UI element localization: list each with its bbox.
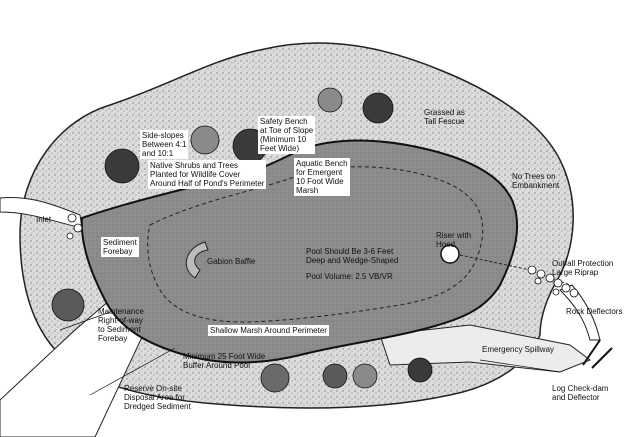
label-grassed: Grassed as Tall Fescue [424,108,465,126]
tree-icon [407,357,433,383]
leader-lines [59,311,561,396]
label-log-checkdam: Log Check-dam and Deflector [552,384,609,402]
label-pool-depth: Pool Should Be 3-6 Feet Deep and Wedge-S… [306,247,399,265]
label-aquatic-bench: Aquatic Bench for Emergent 10 Foot Wide … [294,158,350,196]
tree-icon [190,125,220,155]
label-shallow-marsh: Shallow Marsh Around Perimeter [208,325,329,336]
pond-water [80,139,519,364]
tree-icon [317,87,343,113]
label-emergency-spillway: Emergency Spillway [482,345,555,354]
label-reserve: Reserve On-site Disposal Area for Dredge… [124,384,191,411]
tree-icon [260,363,290,393]
tree-icon [322,363,348,389]
label-safety-bench: Safety Bench at Toe of Slope (Minimum 10… [258,116,316,154]
label-inlet: Inlet [36,215,52,224]
label-outfall: Outfall Protection Large Riprap [552,259,614,277]
riser-icon [440,244,460,264]
label-riser: Riser with Hood [436,231,472,249]
emergency-spillway-strip [379,324,592,373]
label-pool-volume: Pool Volume: 2.5 VB/VR [306,272,393,281]
tree-icon [104,148,140,184]
label-maintenance: Maintenance Right-of-way to Sediment For… [98,307,144,343]
label-side-slopes: Side-slopes Between 4:1 and 10:1 [140,130,189,159]
label-rock-deflectors: Rock Deflectors [566,307,623,316]
gabion-baffle-shape [185,241,209,279]
tree-icon [352,363,378,389]
label-native-shrubs: Native Shrubs and Trees Planted for Wild… [148,160,267,189]
label-buffer: Minimum 25 Foot Wide Buffer Around Pool [183,352,266,370]
pool-contour [147,166,484,323]
tree-icon [362,92,394,124]
tree-icon [51,288,85,322]
label-sediment-forebay: Sediment Forebay [101,237,139,257]
riprap-rocks [66,213,579,298]
label-gabion-baffle: Gabion Baffle [207,257,256,266]
tree-icon-group [51,87,433,393]
label-no-trees: No Trees on Embankment [512,172,560,190]
log-check-dam-icon [582,339,613,369]
